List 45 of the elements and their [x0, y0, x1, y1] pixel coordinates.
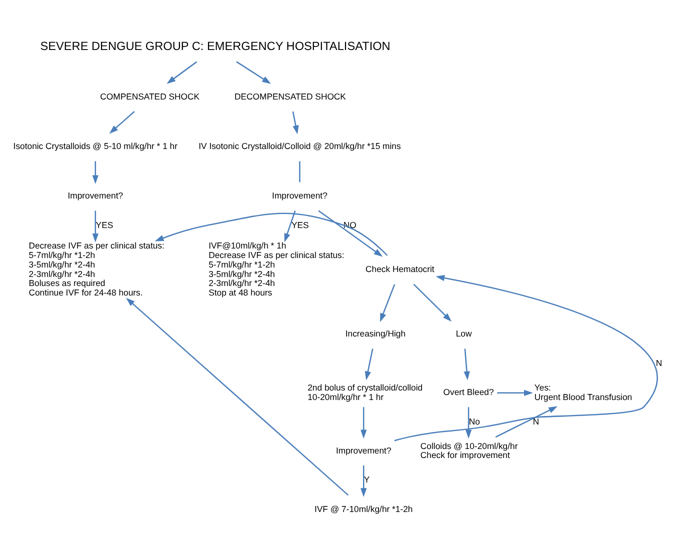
arrow	[292, 110, 299, 134]
arrow	[364, 348, 374, 380]
node-text: COMPENSATED SHOCK	[100, 90, 200, 101]
arrow	[154, 212, 388, 256]
node-text: Improvement?	[272, 190, 328, 200]
node-text: Overt Bleed?	[443, 386, 494, 397]
arrow	[465, 406, 472, 438]
node-text: Low	[456, 328, 472, 338]
edge-label: N	[656, 357, 662, 368]
node-text: DECOMPENSATED SHOCK	[234, 90, 346, 101]
node-text: Improvement?	[336, 444, 392, 455]
arrow	[464, 348, 470, 380]
node-text: Colloids @ 10-20ml/kg/hr Check for improvement	[420, 440, 518, 460]
arrow	[360, 406, 367, 438]
node-text: Yes: Urgent Blood Transfusion	[534, 382, 632, 402]
edge-label: Y	[364, 474, 370, 484]
node-text: IVF@10ml/kg/h * 1h Decrease IVF as per clinical status: 5-7ml/kg/hr *1-2h 3-5ml/kg/hr *2-4h 2-3ml/kg/hr *2-4h Stop at 48 hours	[208, 240, 344, 298]
edge-label: N	[532, 416, 540, 426]
edge-label: No	[468, 416, 480, 426]
arrow	[126, 297, 349, 496]
arrow	[109, 110, 135, 134]
connector	[299, 160, 300, 182]
arrow	[236, 60, 271, 84]
edge-label: YES	[96, 219, 114, 230]
arrow	[318, 210, 383, 256]
arrow	[413, 283, 452, 322]
node-text: IVF @ 7-10ml/kg/hr *1-2h	[314, 503, 413, 514]
node-text: Improvement?	[68, 190, 124, 200]
arrow	[380, 284, 396, 322]
node-text: Increasing/High	[345, 328, 406, 338]
edge-label: YES	[291, 219, 309, 230]
arrow	[495, 406, 558, 438]
arrow	[92, 160, 98, 184]
arrow	[394, 274, 658, 441]
node-text: IV Isotonic Crystalloid/Colloid @ 20ml/kg/hr *15 mins	[198, 140, 401, 150]
arrow	[360, 465, 367, 496]
node-text: SEVERE DENGUE GROUP C: EMERGENCY HOSPITALISATION	[40, 38, 390, 53]
node-text: Isotonic Crystalloids @ 5-10 ml/kg/hr * 1 hr	[13, 140, 178, 150]
arrow	[166, 60, 198, 84]
node-text: Decrease IVF as per clinical status: 5-7ml/kg/hr *1-2h 3-5ml/kg/hr *2-4h 2-3ml/kg/hr *2-4h Boluses as required Continue IVF for 24-48 hours.	[28, 240, 164, 298]
arrow	[284, 210, 296, 242]
node-text: Check Hematocrit	[366, 264, 434, 274]
arrow	[497, 389, 533, 396]
node-text: 2nd bolus of crystalloid/colloid 10-20ml/kg/hr * 1 hr	[308, 382, 423, 402]
arrow	[92, 210, 98, 242]
